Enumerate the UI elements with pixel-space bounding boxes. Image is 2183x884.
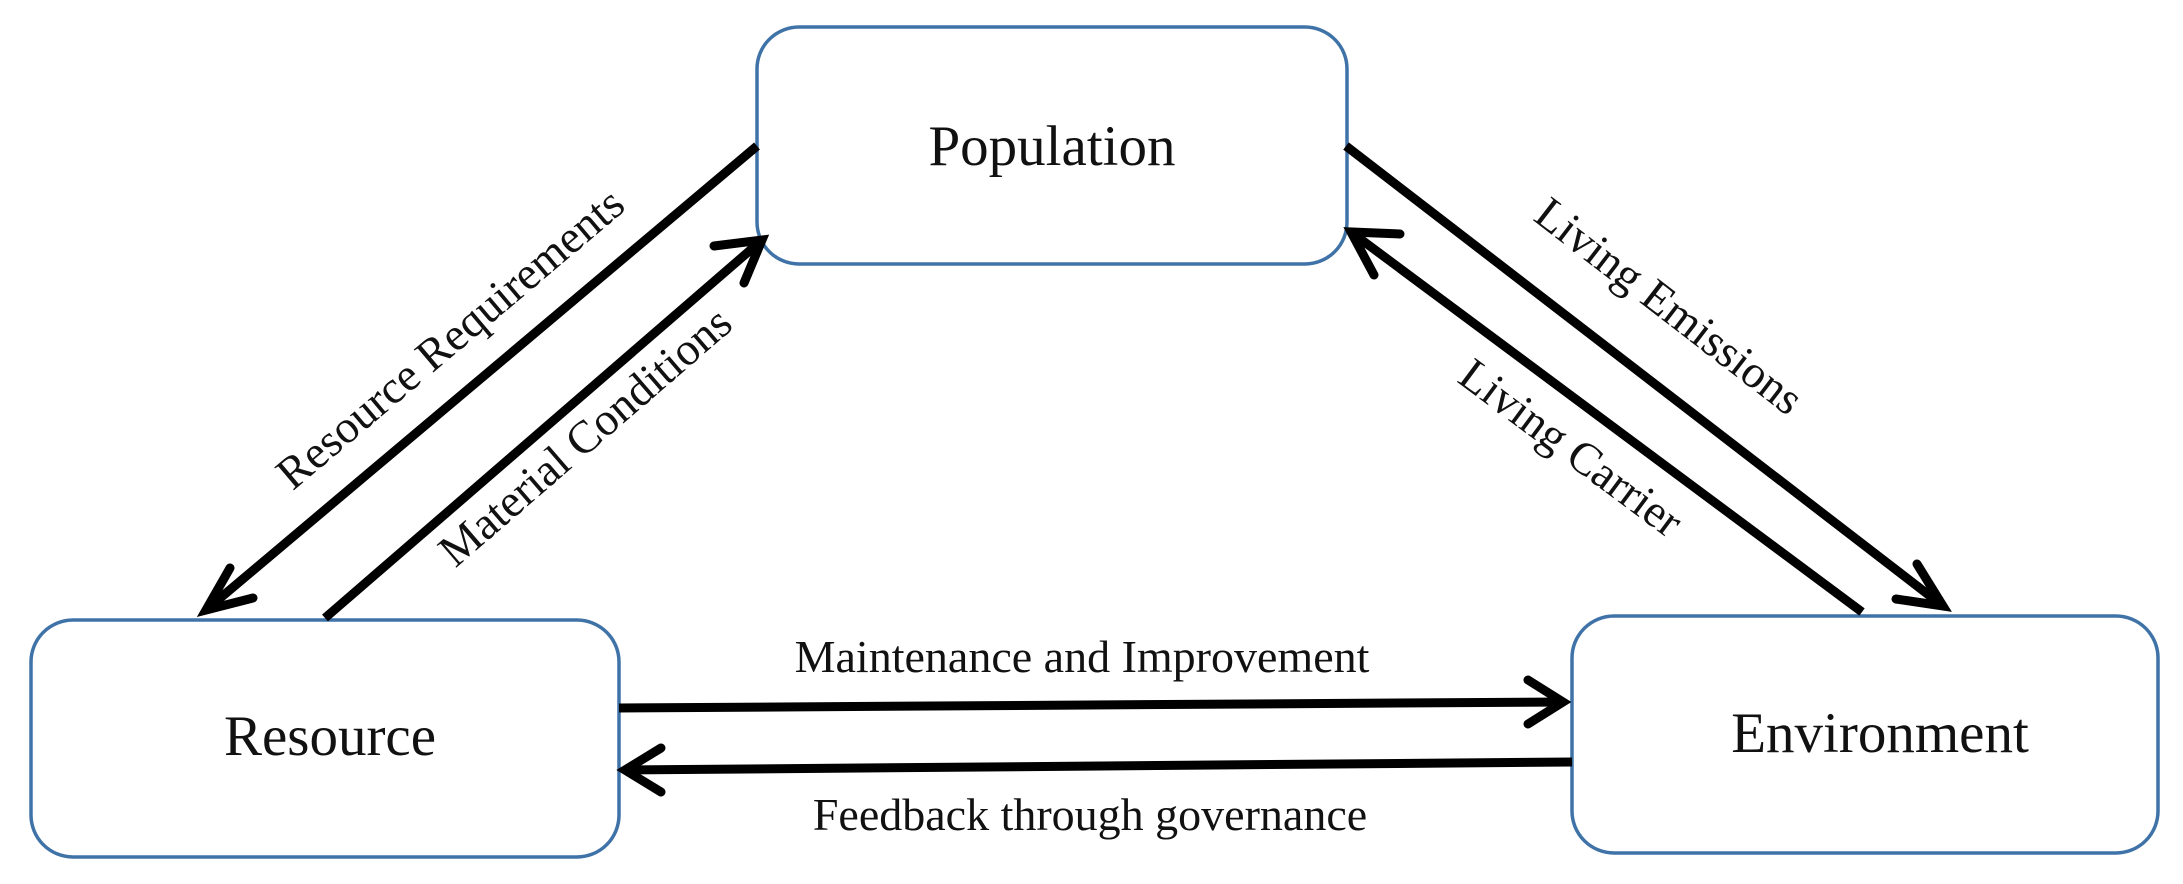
arrow-living-emissions	[1343, 142, 1952, 612]
arrow-resource-requirements	[196, 142, 760, 617]
resource-label: Resource	[224, 705, 436, 768]
arrow-material-conditions	[322, 234, 770, 622]
resource-node: Resource	[29, 618, 621, 859]
label-maintenance-and-improvement: Maintenance and Improvement	[795, 631, 1370, 682]
label-living-carrier: Living Carrier	[1450, 348, 1693, 547]
arrow-maintenance-and-improvement	[618, 675, 1572, 729]
arrow-living-carrier	[1343, 227, 1865, 616]
environment-label: Environment	[1731, 702, 2029, 765]
environment-box	[1570, 614, 2160, 855]
environment-node: Environment	[1570, 614, 2160, 855]
label-feedback-through-governance: Feedback through governance	[813, 789, 1367, 840]
arrow-feedback-through-governance	[616, 743, 1573, 797]
population-node: Population	[755, 25, 1349, 266]
resource-box	[29, 618, 621, 859]
population-label: Population	[928, 115, 1175, 178]
